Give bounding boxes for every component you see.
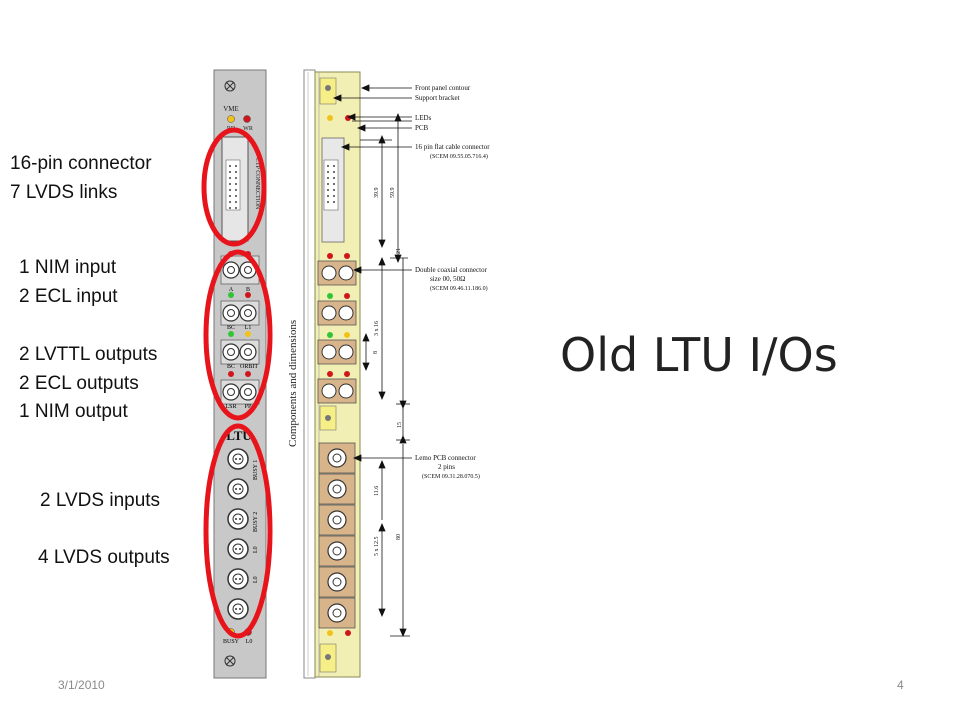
annotation-2-lvds-inputs: 2 LVDS inputs	[40, 490, 161, 511]
dim-121: 121	[396, 248, 402, 257]
dim-15: 15	[397, 422, 403, 428]
led-wr	[243, 115, 251, 123]
vme-label: VME	[223, 105, 239, 113]
annotation-2-ecl-input: 2 ECL input	[19, 286, 118, 307]
callout-leds: LEDs	[415, 114, 432, 122]
callout-lemo-pins: 2 pins	[438, 463, 455, 471]
side-coax-blocks	[317, 253, 357, 404]
connector-pins	[229, 165, 237, 209]
coax-pair-lsr-pp	[220, 371, 260, 405]
annotation-2-lvttl-outputs: 2 LVTTL outputs	[19, 344, 158, 365]
coax-pair-bc-orbit	[220, 331, 260, 365]
side-view-vertical-title: Components and dimensions	[287, 320, 299, 447]
ctp-connection-label: CTP CONNECTION	[254, 158, 260, 210]
callout-double-coax: Double coaxial connector	[415, 266, 488, 274]
dimension-values: 39.9 59.9 121 3 x 16 8 15 11.6 5 x 12.5 …	[373, 188, 403, 557]
slide-title: Old LTU I/Os	[560, 328, 838, 382]
pair-pp-label: PP	[245, 404, 252, 410]
annotation-16-pin-connector: 16-pin connector	[10, 153, 152, 174]
pair-lsr-label: LSR	[225, 404, 236, 410]
callout-double-coax-size: size 00, 50Ω	[430, 275, 465, 283]
callout-flat-cable: 16 pin flat cable connector	[415, 143, 490, 151]
l0-label: L0	[246, 639, 253, 645]
busy-label: BUSY	[223, 639, 240, 645]
pair-orbit-label: ORBIT	[240, 364, 258, 370]
dim-11-6: 11.6	[374, 486, 380, 496]
led-rd	[227, 115, 235, 123]
coax-pair-bc-l1	[220, 292, 260, 326]
annotation-1-nim-output: 1 NIM output	[19, 401, 128, 422]
callout-lemo-scem: (SCEM 09.31.28.070.5)	[422, 473, 480, 480]
footer-date: 3/1/2010	[58, 678, 105, 692]
lemo-connectors	[227, 448, 249, 620]
highlight-oval-lemo	[203, 423, 273, 639]
lemo-label-l0-a: L0	[253, 546, 259, 553]
screw-icon	[224, 655, 236, 667]
callout-flat-cable-scem: (SCEM 09.55.05.716.4)	[430, 153, 488, 160]
callout-texts: Front panel contour Support bracket LEDs…	[415, 84, 490, 480]
side-led-yellow	[327, 115, 333, 121]
footer-page-number: 4	[897, 678, 904, 692]
dim-8: 8	[373, 351, 379, 354]
annotation-4-lvds-outputs: 4 LVDS outputs	[38, 547, 170, 568]
dim-59-9: 59.9	[390, 188, 396, 199]
lemo-label-busy1: BUSY 1	[253, 460, 259, 480]
callout-support-bracket: Support bracket	[415, 94, 460, 102]
lemo-label-l0-b: L0	[253, 576, 259, 583]
coax-pair-ab	[220, 251, 260, 285]
lemo-label-busy2: BUSY 2	[253, 512, 259, 532]
callout-pcb: PCB	[415, 124, 429, 132]
callout-double-coax-scem: (SCEM 09.46.11.186.0)	[430, 285, 488, 292]
side-lemo-blocks	[318, 442, 356, 629]
highlight-oval-connector	[201, 127, 267, 247]
pair-a-label: A	[229, 287, 234, 293]
screw-icon	[224, 80, 236, 92]
annotation-2-ecl-outputs: 2 ECL outputs	[19, 373, 139, 394]
side-view-frame	[303, 69, 316, 679]
wr-label: WR	[243, 126, 253, 132]
dim-80: 80	[396, 534, 402, 540]
connector-pin-field	[225, 159, 241, 211]
callout-lemo: Lemo PCB connector	[415, 454, 476, 462]
pair-l1-label: L1	[245, 325, 252, 331]
dim-5x12-5: 5 x 12.5	[374, 537, 380, 557]
pair-b-label: B	[246, 287, 250, 293]
dimension-lines	[360, 112, 410, 638]
callout-front-panel-contour: Front panel contour	[415, 84, 471, 92]
annotation-7-lvds-links: 7 LVDS links	[10, 182, 118, 203]
dim-3x16: 3 x 16	[374, 321, 380, 336]
highlight-oval-coax	[203, 249, 273, 421]
annotation-1-nim-input: 1 NIM input	[19, 257, 117, 278]
pair-bc-label: BC	[227, 325, 235, 331]
pair-bc2-label: BC	[227, 364, 235, 370]
dim-39-9: 39.9	[374, 188, 380, 199]
